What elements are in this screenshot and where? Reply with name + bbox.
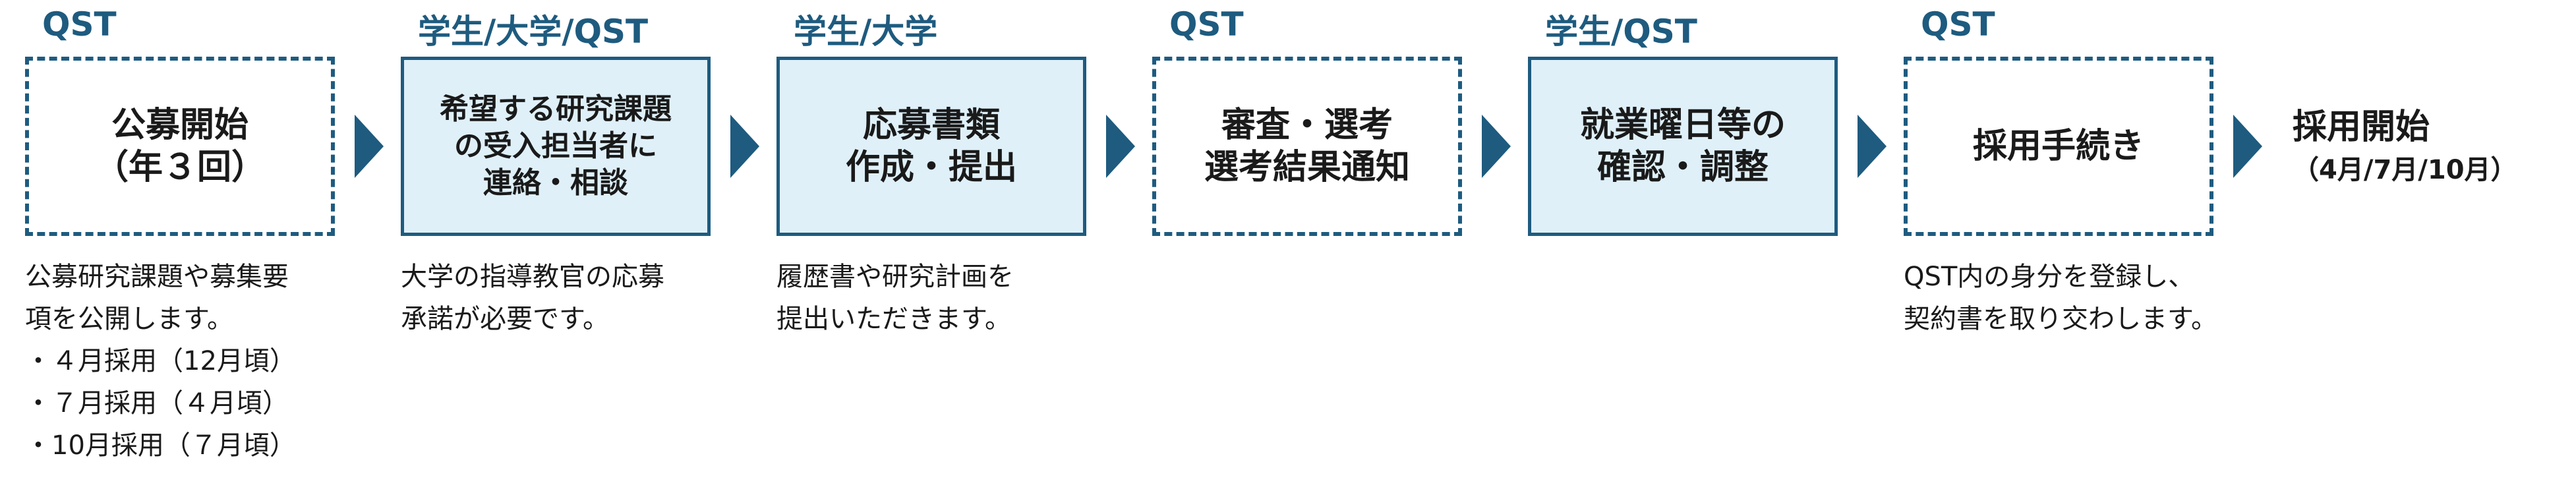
step-4-box-line-2: 選考結果通知 (1204, 148, 1410, 187)
arrow-right-icon (1858, 115, 1887, 178)
step-2-desc-line-2: 承諾が必要です。 (401, 304, 609, 334)
step-6-desc-line-1: QST内の身分を登録し、 (1904, 262, 2195, 292)
step-3-box: 応募書類 作成・提出 (776, 57, 1086, 236)
step-6-actor: QST (1921, 5, 1995, 44)
arrow-right-icon (2233, 115, 2262, 178)
step-2-desc-line-1: 大学の指導教官の応募 (401, 262, 664, 292)
step-3-box-line-1: 応募書類 (862, 105, 1000, 145)
step-6-desc-line-2: 契約書を取り交わします。 (1904, 304, 2217, 334)
final-subtitle: （4月/7月/10月） (2293, 155, 2517, 185)
step-6-box-line-1: 採用手続き (1972, 127, 2144, 166)
step-4-box: 審査・選考 選考結果通知 (1152, 57, 1462, 236)
step-3-desc-line-1: 履歴書や研究計画を (776, 262, 1014, 292)
step-1-box-line-1: 公募開始 (111, 105, 249, 145)
step-3-description: 履歴書や研究計画を 提出いただきます。 (776, 256, 1119, 340)
step-2-box-line-1: 希望する研究課題 (440, 92, 672, 126)
step-2-description: 大学の指導教官の応募 承諾が必要です。 (401, 256, 744, 340)
step-4: QST 審査・選考 選考結果通知 (1152, 0, 1462, 493)
step-3-actor: 学生/大学 (794, 13, 938, 51)
step-1-desc-line-5: ・10月採用（７月頃） (25, 430, 296, 461)
step-1-box-line-2: （年３回） (94, 148, 266, 187)
step-5-box-line-1: 就業曜日等の (1579, 105, 1786, 145)
step-1-desc-line-2: 項を公開します。 (25, 304, 233, 334)
step-1-desc-line-3: ・４月採用（12月頃） (25, 346, 296, 376)
step-1-desc-line-1: 公募研究課題や募集要 (25, 262, 289, 292)
arrow-right-icon (355, 115, 384, 178)
step-5-actor: 学生/QST (1545, 13, 1697, 51)
step-5: 学生/QST 就業曜日等の 確認・調整 (1528, 0, 1838, 493)
step-1-desc-line-4: ・７月採用（４月頃） (25, 388, 289, 419)
step-1-actor: QST (42, 5, 117, 44)
step-4-actor: QST (1169, 5, 1244, 44)
step-3-desc-line-2: 提出いただきます。 (776, 304, 1011, 334)
final-title: 採用開始 (2293, 107, 2430, 147)
arrow-right-icon (1482, 115, 1511, 178)
step-2-box-line-2: の受入担当者に (454, 129, 657, 163)
arrow-right-icon (1106, 115, 1135, 178)
step-2-actor: 学生/大学/QST (418, 13, 649, 51)
step-1-box: 公募開始 （年３回） (25, 57, 335, 236)
arrow-right-icon (730, 115, 759, 178)
step-6-box: 採用手続き (1904, 57, 2213, 236)
step-5-box-line-2: 確認・調整 (1596, 148, 1769, 187)
step-6-description: QST内の身分を登録し、 契約書を取り交わします。 (1904, 256, 2246, 340)
step-2-box-line-3: 連絡・相談 (483, 166, 628, 200)
step-6: QST 採用手続き QST内の身分を登録し、 契約書を取り交わします。 (1904, 0, 2217, 493)
step-2-box: 希望する研究課題 の受入担当者に 連絡・相談 (401, 57, 711, 236)
step-1-description: 公募研究課題や募集要 項を公開します。 ・４月採用（12月頃） ・７月採用（４月… (25, 256, 368, 467)
step-1: QST 公募開始 （年３回） 公募研究課題や募集要 項を公開します。 ・４月採用… (25, 0, 335, 493)
step-5-box: 就業曜日等の 確認・調整 (1528, 57, 1838, 236)
step-2: 学生/大学/QST 希望する研究課題 の受入担当者に 連絡・相談 大学の指導教官… (401, 0, 711, 493)
step-4-box-line-1: 審査・選考 (1221, 105, 1393, 145)
step-3-box-line-2: 作成・提出 (845, 148, 1017, 187)
step-3: 学生/大学 応募書類 作成・提出 履歴書や研究計画を 提出いただきます。 (776, 0, 1086, 493)
